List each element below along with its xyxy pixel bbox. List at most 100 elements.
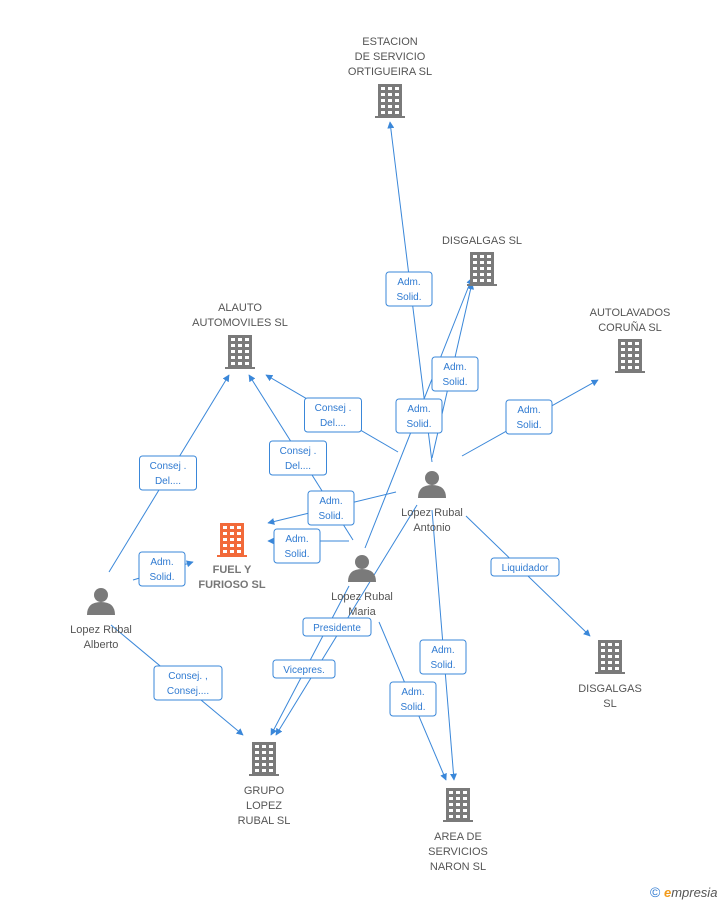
- edge-label-box: [385, 271, 433, 307]
- node-label: Alberto: [84, 639, 119, 651]
- node-label: ESTACION: [362, 36, 417, 48]
- edge-label[interactable]: Vicepres.: [272, 659, 336, 679]
- person-icon: [348, 555, 376, 582]
- edge-label[interactable]: Adm. Solid.: [385, 271, 433, 307]
- edge-label-box: [395, 398, 443, 434]
- edge-label-text: Solid.: [430, 660, 455, 671]
- edge-label-text: Presidente: [313, 623, 361, 634]
- edge-label-box: [307, 490, 355, 526]
- edge-label-text: Consej....: [167, 686, 209, 697]
- edge-label-text: Solid.: [284, 549, 309, 560]
- edge-label[interactable]: Consej . Del....: [269, 440, 327, 476]
- edge-label-text: Del....: [155, 476, 181, 487]
- edge-label[interactable]: Adm. Solid.: [307, 490, 355, 526]
- edge-label-text: Adm.: [319, 496, 342, 507]
- node-disgalgas2[interactable]: DISGALGAS SL: [578, 640, 642, 710]
- copyright-icon: ©: [650, 884, 661, 900]
- edge-label-text: Del....: [320, 418, 346, 429]
- building-icon: [595, 640, 625, 674]
- node-label: Lopez Rubal: [331, 591, 393, 603]
- node-disgalgas1[interactable]: DISGALGAS SL: [442, 235, 522, 286]
- node-label: FUEL Y: [213, 564, 252, 576]
- node-label: LOPEZ: [246, 800, 282, 812]
- edge-label-text: Consej .: [280, 446, 317, 457]
- node-label: Lopez Rubal: [70, 624, 132, 636]
- edge-label-box: [302, 617, 372, 637]
- edge-label-text: Solid.: [400, 702, 425, 713]
- edge-label[interactable]: Adm. Solid.: [273, 528, 321, 564]
- edge-label-box: [138, 551, 186, 587]
- edge-label-text: Del....: [285, 461, 311, 472]
- node-label: CORUÑA SL: [598, 321, 662, 334]
- edge-label-text: Solid.: [318, 511, 343, 522]
- node-label: DE SERVICIO: [355, 51, 426, 63]
- edge-label-text: Consej .: [315, 403, 352, 414]
- edge-label-text: Adm.: [407, 404, 430, 415]
- node-label: DISGALGAS: [578, 683, 642, 695]
- edge-label-text: Solid.: [149, 572, 174, 583]
- edge-label[interactable]: Liquidador: [490, 557, 560, 577]
- node-label: AUTOMOVILES SL: [192, 317, 288, 329]
- building-icon: [443, 788, 473, 822]
- node-label: RUBAL SL: [238, 815, 291, 827]
- node-grupo[interactable]: GRUPO LOPEZ RUBAL SL: [238, 742, 291, 827]
- edge-label-text: Consej. ,: [168, 671, 207, 682]
- nodes-layer: ESTACION DE SERVICIO ORTIGUEIRA SL DISGALGA…: [70, 36, 670, 873]
- edge-label[interactable]: Adm. Solid.: [138, 551, 186, 587]
- node-estacion[interactable]: ESTACION DE SERVICIO ORTIGUEIRA SL: [348, 36, 432, 118]
- edge-label-text: Adm.: [431, 645, 454, 656]
- person-icon: [87, 588, 115, 615]
- node-label: Lopez Rubal: [401, 507, 463, 519]
- node-label: ORTIGUEIRA SL: [348, 66, 432, 78]
- edge-label-text: Solid.: [516, 420, 541, 431]
- edge-labels-layer: Adm. Solid. Adm. Solid. Adm. Solid. Adm. Solid.…: [138, 271, 560, 717]
- person-icon: [418, 471, 446, 498]
- edge-label-text: Adm.: [401, 687, 424, 698]
- node-label: NARON SL: [430, 861, 486, 873]
- edge-label[interactable]: Adm. Solid.: [389, 681, 437, 717]
- node-label: SERVICIOS: [428, 846, 488, 858]
- edge-label[interactable]: Adm. Solid.: [419, 639, 467, 675]
- edge-label-box: [269, 440, 327, 476]
- node-label: Antonio: [413, 522, 450, 534]
- edge-label-text: Solid.: [396, 292, 421, 303]
- edge-label[interactable]: Presidente: [302, 617, 372, 637]
- edge-label-box: [153, 665, 223, 701]
- edge-label-text: Vicepres.: [283, 665, 325, 676]
- node-area[interactable]: AREA DE SERVICIOS NARON SL: [428, 788, 488, 873]
- node-label: DISGALGAS SL: [442, 235, 522, 247]
- building-icon: [225, 335, 255, 369]
- edge-label[interactable]: Adm.Solid.: [505, 399, 553, 435]
- credit-mark[interactable]: © empresia: [650, 884, 717, 900]
- edge-label[interactable]: Consej. , Consej....: [153, 665, 223, 701]
- edge-label-box: [505, 399, 553, 435]
- building-icon: [217, 523, 247, 557]
- edge-label-text: Consej .: [150, 461, 187, 472]
- node-autolavados[interactable]: AUTOLAVADOS CORUÑA SL: [590, 307, 671, 373]
- edge-label-box: [273, 528, 321, 564]
- edge-label-text: Solid.: [442, 377, 467, 388]
- node-label: SL: [603, 698, 616, 710]
- edge-label[interactable]: Adm. Solid.: [431, 356, 479, 392]
- edge-label-text: Adm.: [150, 557, 173, 568]
- edge-label[interactable]: Consej . Del....: [139, 455, 197, 491]
- edge-label-box: [389, 681, 437, 717]
- node-label: AREA DE: [434, 831, 482, 843]
- building-icon: [249, 742, 279, 776]
- node-label: AUTOLAVADOS: [590, 307, 671, 319]
- edge-label-box: [139, 455, 197, 491]
- brand-logo: empresia: [663, 885, 718, 900]
- edge-label[interactable]: Adm.Solid.: [395, 398, 443, 434]
- edge-label[interactable]: Consej . Del....: [304, 397, 362, 433]
- edge-label-text: Adm.: [397, 277, 420, 288]
- edge-label-text: Adm.: [285, 534, 308, 545]
- node-label: GRUPO: [244, 785, 285, 797]
- edge-label-text: Adm.: [443, 362, 466, 373]
- edge-label-box: [431, 356, 479, 392]
